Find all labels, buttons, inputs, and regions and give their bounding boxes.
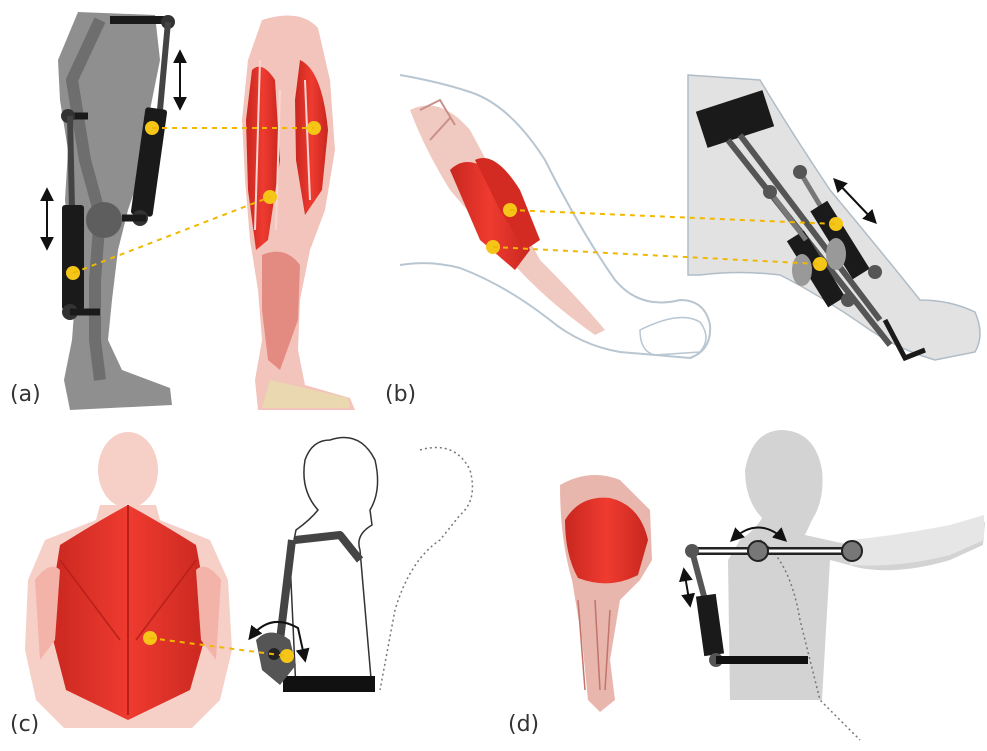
joint-circle-icon — [763, 185, 777, 199]
back-anatomy — [25, 432, 232, 728]
person-outline-dotted — [380, 448, 472, 691]
hand-outline — [640, 318, 706, 356]
joint-circle-icon — [868, 265, 882, 279]
panel-d — [560, 430, 985, 740]
double-arrow-icon — [684, 570, 690, 605]
joint-circle-icon — [841, 293, 855, 307]
shoulder-actuator — [696, 594, 724, 656]
joint-circle-icon — [793, 165, 807, 179]
panel-a — [47, 12, 355, 410]
panel-label-d: (d) — [508, 712, 539, 737]
panel-b — [400, 75, 980, 360]
exo-rod — [692, 551, 705, 600]
raised-arm-light — [850, 515, 984, 566]
anatomical-leg — [242, 16, 355, 411]
forearm-pad — [826, 238, 846, 270]
forearm-pad — [792, 254, 812, 286]
joint-circle-icon — [748, 541, 768, 561]
shank-rod — [70, 116, 72, 210]
panel-c — [25, 432, 472, 728]
waist-belt — [283, 676, 375, 692]
knee-joint — [86, 202, 122, 238]
panel-label-c: (c) — [10, 712, 39, 737]
shoulder-anatomy — [560, 475, 652, 712]
shank-actuator — [62, 205, 84, 310]
joint-circle-icon — [842, 541, 862, 561]
panel-label-b: (b) — [385, 382, 416, 407]
back-exo-frame — [295, 535, 360, 560]
thigh-rod — [160, 22, 168, 110]
panel-label-a: (a) — [10, 382, 41, 407]
